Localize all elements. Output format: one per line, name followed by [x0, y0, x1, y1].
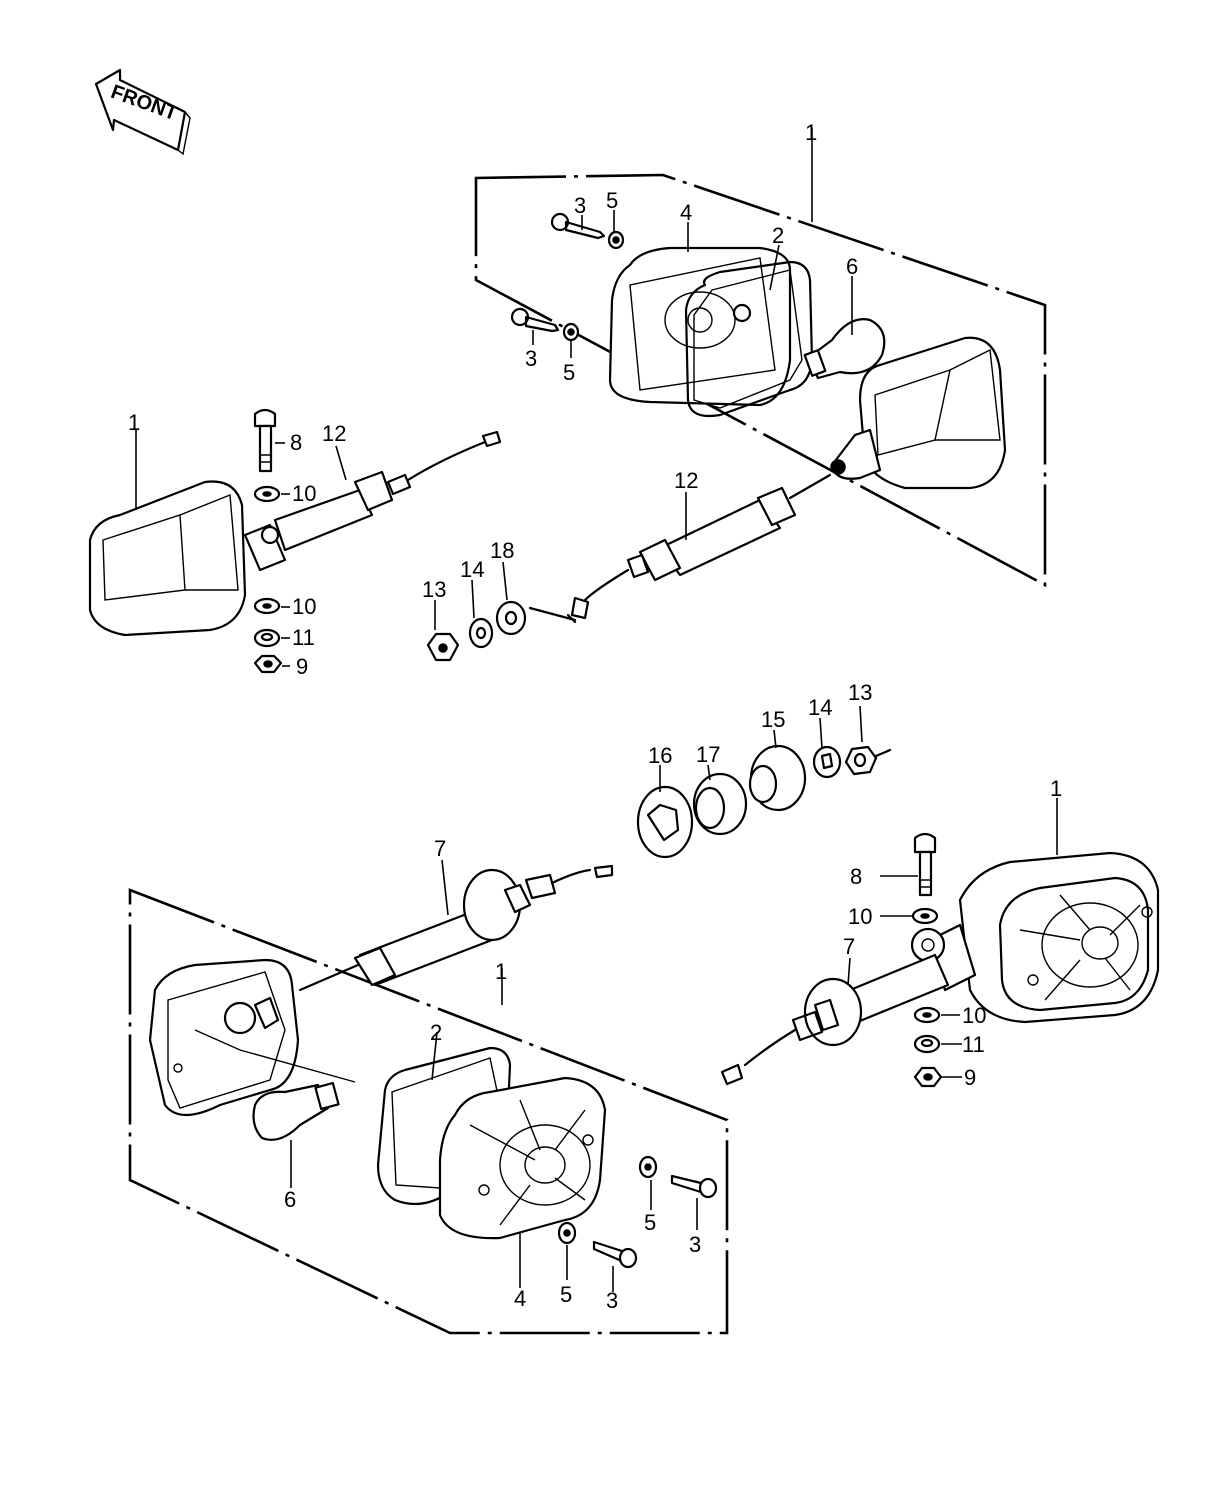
callout-1: 1: [805, 120, 817, 145]
callout-14: 14: [460, 557, 484, 582]
callout-9: 9: [964, 1065, 976, 1090]
callout-10: 10: [292, 481, 316, 506]
washer-icon: [913, 1006, 941, 1024]
stay-tube-icon: [720, 953, 950, 1086]
bolt-icon: [913, 832, 937, 897]
left-assembly: 1 8 12 10 10 11 9: [88, 408, 502, 679]
nut-icon: [913, 1066, 943, 1088]
screw-icon: [592, 1240, 638, 1269]
callout-9: 9: [296, 654, 308, 679]
washer-icon: [913, 1034, 941, 1054]
callout-6: 6: [846, 254, 858, 279]
bottom-left-assembly: 7 1 2 6 5 3 4 5 3: [128, 836, 729, 1335]
nut-icon: [844, 745, 878, 776]
front-arrow-icon: FRONT: [94, 68, 191, 156]
callout-5: 5: [644, 1210, 656, 1235]
callout-5: 5: [563, 360, 575, 385]
callout-1: 1: [1050, 776, 1062, 801]
lens-icon: [608, 246, 792, 407]
callout-13: 13: [848, 680, 872, 705]
turn-signal-lamp-icon: [910, 851, 1160, 1024]
turn-signal-lamp-icon: [148, 958, 356, 1116]
washer-icon: [812, 745, 842, 779]
collar-icon: [692, 772, 748, 836]
turn-signal-lamp-icon: [830, 336, 1007, 490]
washer-icon: [562, 322, 580, 342]
washer-icon: [253, 485, 281, 503]
rear-mount-hardware: 16 17 15 14 13: [636, 680, 892, 859]
washer-icon: [638, 1155, 658, 1179]
nut-icon: [426, 632, 460, 662]
callout-1: 1: [495, 959, 507, 984]
callout-12: 12: [674, 468, 698, 493]
screw-icon: [670, 1174, 718, 1199]
washer-icon: [911, 907, 939, 925]
callout-10: 10: [962, 1003, 986, 1028]
bulb-icon: [252, 1081, 340, 1141]
callout-12: 12: [322, 421, 346, 446]
screw-icon: [550, 212, 606, 240]
nut-icon: [253, 654, 283, 674]
callout-17: 17: [696, 742, 720, 767]
bottom-right-assembly: 1 8 10 7 10 11 9: [720, 776, 1160, 1090]
washer-icon: [495, 600, 527, 636]
callout-4: 4: [680, 200, 692, 225]
callout-7: 7: [434, 836, 446, 861]
middle-assembly: 12 13 14 18: [422, 468, 832, 662]
callout-2: 2: [430, 1020, 442, 1045]
callout-1: 1: [128, 410, 140, 435]
washer-icon: [253, 628, 281, 648]
callout-5: 5: [560, 1282, 572, 1307]
grommet-icon: [748, 744, 807, 812]
gasket-icon: [684, 260, 814, 418]
callout-8: 8: [850, 864, 862, 889]
callout-3: 3: [525, 346, 537, 371]
callout-8: 8: [290, 430, 302, 455]
callout-6: 6: [284, 1187, 296, 1212]
callout-10: 10: [292, 594, 316, 619]
callout-3: 3: [689, 1232, 701, 1257]
callout-13: 13: [422, 577, 446, 602]
stay-tube-icon: [528, 473, 832, 624]
callout-2: 2: [772, 223, 784, 248]
washer-icon: [557, 1221, 577, 1245]
callout-4: 4: [514, 1286, 526, 1311]
callout-18: 18: [490, 538, 514, 563]
callout-3: 3: [574, 193, 586, 218]
grommet-icon: [636, 785, 694, 859]
stay-tube-icon: [298, 864, 614, 992]
bolt-icon: [253, 408, 277, 473]
turn-signal-lamp-icon: [88, 480, 287, 637]
washer-icon: [607, 230, 625, 250]
callout-14: 14: [808, 695, 832, 720]
screw-icon: [510, 307, 560, 333]
callout-5: 5: [606, 188, 618, 213]
lens-icon: [438, 1076, 607, 1240]
callout-16: 16: [648, 743, 672, 768]
washer-icon: [253, 597, 281, 615]
callout-7: 7: [843, 934, 855, 959]
callout-11: 11: [962, 1032, 985, 1057]
bulb-icon: [803, 318, 886, 380]
callout-3: 3: [606, 1288, 618, 1313]
top-right-assembly: 1 3 5 4 2 6 3 5: [474, 120, 1047, 588]
callout-11: 11: [292, 625, 315, 650]
callout-10: 10: [848, 904, 872, 929]
washer-icon: [468, 617, 494, 649]
stay-tube-icon: [273, 430, 502, 552]
callout-15: 15: [761, 707, 785, 732]
